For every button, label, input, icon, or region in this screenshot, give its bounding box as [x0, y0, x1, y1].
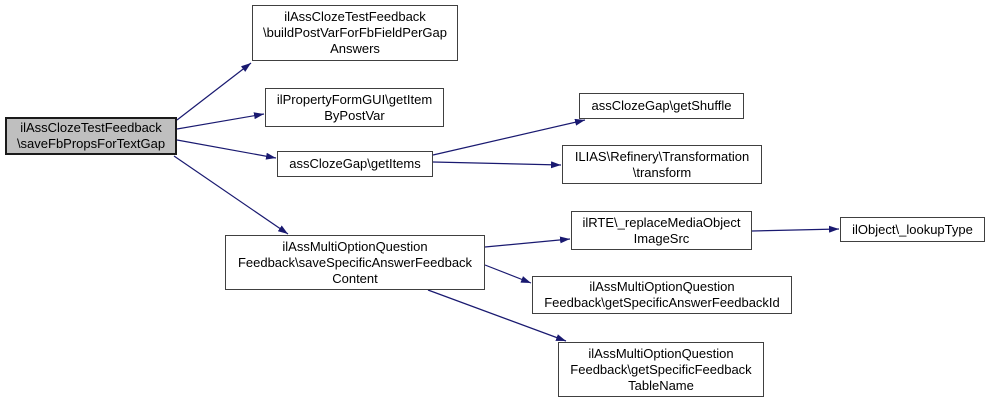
node-label-line: Feedback\getSpecificAnswerFeedbackId — [544, 295, 780, 310]
graph-node-getSpecificFeedbackTableName[interactable]: ilAssMultiOptionQuestion Feedback\getSpe… — [558, 342, 764, 397]
edge-getitems-to-transform — [432, 161, 562, 169]
node-label-line: ilAssMultiOptionQuestion — [282, 238, 428, 254]
node-label-line: ilAssMultiOptionQuestion — [588, 345, 734, 361]
edge-save-to-getitems — [176, 139, 277, 160]
edge-replacemedia-to-lookuptype — [751, 225, 840, 233]
node-label-line: ByPostVar — [324, 107, 385, 123]
graph-node-saveFbPropsForTextGap: ilAssClozeTestFeedback \saveFbPropsForTe… — [5, 117, 177, 155]
node-label-line: ilAssClozeTestFeedback — [20, 120, 162, 135]
node-label-line: assClozeGap\getItems — [289, 156, 421, 171]
node-label-line: ILIAS\Refinery\Transformation — [574, 148, 750, 164]
node-label-line: ImageSrc — [633, 230, 690, 246]
node-label-line: ilObject\_lookupType — [852, 221, 973, 237]
graph-node-lookupType[interactable]: ilObject\_lookupType — [840, 217, 985, 242]
node-label-line: ilAssClozeTestFeedback — [284, 9, 426, 24]
graph-node-getShuffle[interactable]: assClozeGap\getShuffle — [579, 93, 744, 119]
node-label-line: ilRTE\_replaceMediaObject — [582, 214, 741, 230]
graph-node-transform[interactable]: ILIAS\Refinery\Transformation \transform — [562, 145, 762, 184]
edge-save-to-buildpostvar — [176, 62, 252, 121]
edge-savespecific-to-tablename — [427, 289, 567, 342]
node-label-line: assClozeGap\getShuffle — [591, 98, 732, 113]
edge-savespecific-to-feedbackid — [484, 264, 532, 284]
node-label-line: \transform — [632, 164, 692, 180]
graph-node-getItems[interactable]: assClozeGap\getItems — [277, 151, 433, 177]
edge-getitems-to-getshuffle — [432, 118, 586, 156]
graph-node-replaceMediaObjectImageSrc[interactable]: ilRTE\_replaceMediaObject ImageSrc — [571, 211, 752, 250]
node-label-line: ilPropertyFormGUI\getItem — [276, 91, 433, 107]
node-label-line: Answers — [330, 41, 380, 56]
node-label-line: \saveFbPropsForTextGap — [16, 136, 166, 151]
node-label-line: Feedback\saveSpecificAnswerFeedback — [237, 254, 473, 270]
graph-node-buildPostVarForFbFieldPerGapAnswers[interactable]: ilAssClozeTestFeedback \buildPostVarForF… — [252, 5, 458, 61]
graph-node-getSpecificAnswerFeedbackId[interactable]: ilAssMultiOptionQuestion Feedback\getSpe… — [532, 276, 792, 314]
graph-node-getItemByPostVar[interactable]: ilPropertyFormGUI\getItem ByPostVar — [265, 88, 444, 127]
node-label-line: ilAssMultiOptionQuestion — [589, 279, 735, 294]
edge-save-to-savespecific — [173, 155, 289, 235]
edge-savespecific-to-replacemedia — [484, 236, 571, 248]
node-label-line: TableName — [628, 377, 694, 393]
edge-save-to-getitembypostvar — [176, 112, 265, 130]
node-label-line: Feedback\getSpecificFeedback — [570, 361, 752, 377]
node-label-line: Content — [332, 270, 378, 286]
graph-node-saveSpecificAnswerFeedbackContent[interactable]: ilAssMultiOptionQuestion Feedback\saveSp… — [225, 235, 485, 290]
node-label-line: \buildPostVarForFbFieldPerGap — [262, 25, 447, 40]
